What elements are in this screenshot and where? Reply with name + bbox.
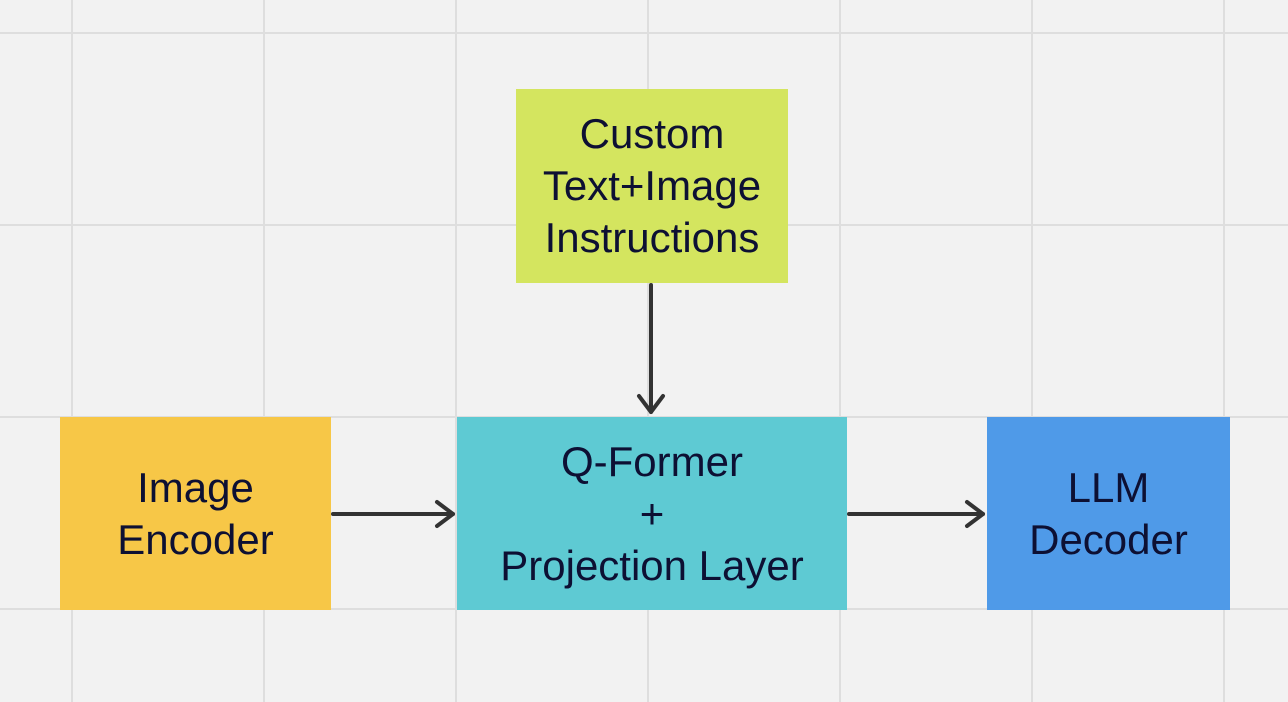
node-label-line: Decoder — [1029, 515, 1188, 563]
node-label-line: LLM — [1067, 463, 1150, 511]
custom-instructions-node[interactable]: Custom Text+Image Instructions — [516, 89, 788, 283]
node-label-line: Encoder — [117, 515, 274, 563]
node-label-line: Q-Former — [561, 437, 743, 485]
node-label-line: Text+Image — [542, 162, 762, 209]
arrow-instructions-to-qformer — [637, 283, 665, 414]
node-label-line: Custom — [579, 110, 725, 157]
llm-decoder-node[interactable]: LLM Decoder — [987, 417, 1230, 610]
arrow-qformer-to-decoder — [847, 500, 985, 528]
node-label-line: Image — [137, 463, 254, 511]
arrow-encoder-to-qformer — [331, 500, 455, 528]
node-label-line: Projection Layer — [500, 541, 804, 589]
qformer-projection-node[interactable]: Q-Former + Projection Layer — [457, 417, 847, 610]
node-label-line: + — [639, 489, 665, 537]
image-encoder-node[interactable]: Image Encoder — [60, 417, 331, 610]
node-label-line: Instructions — [544, 214, 760, 261]
